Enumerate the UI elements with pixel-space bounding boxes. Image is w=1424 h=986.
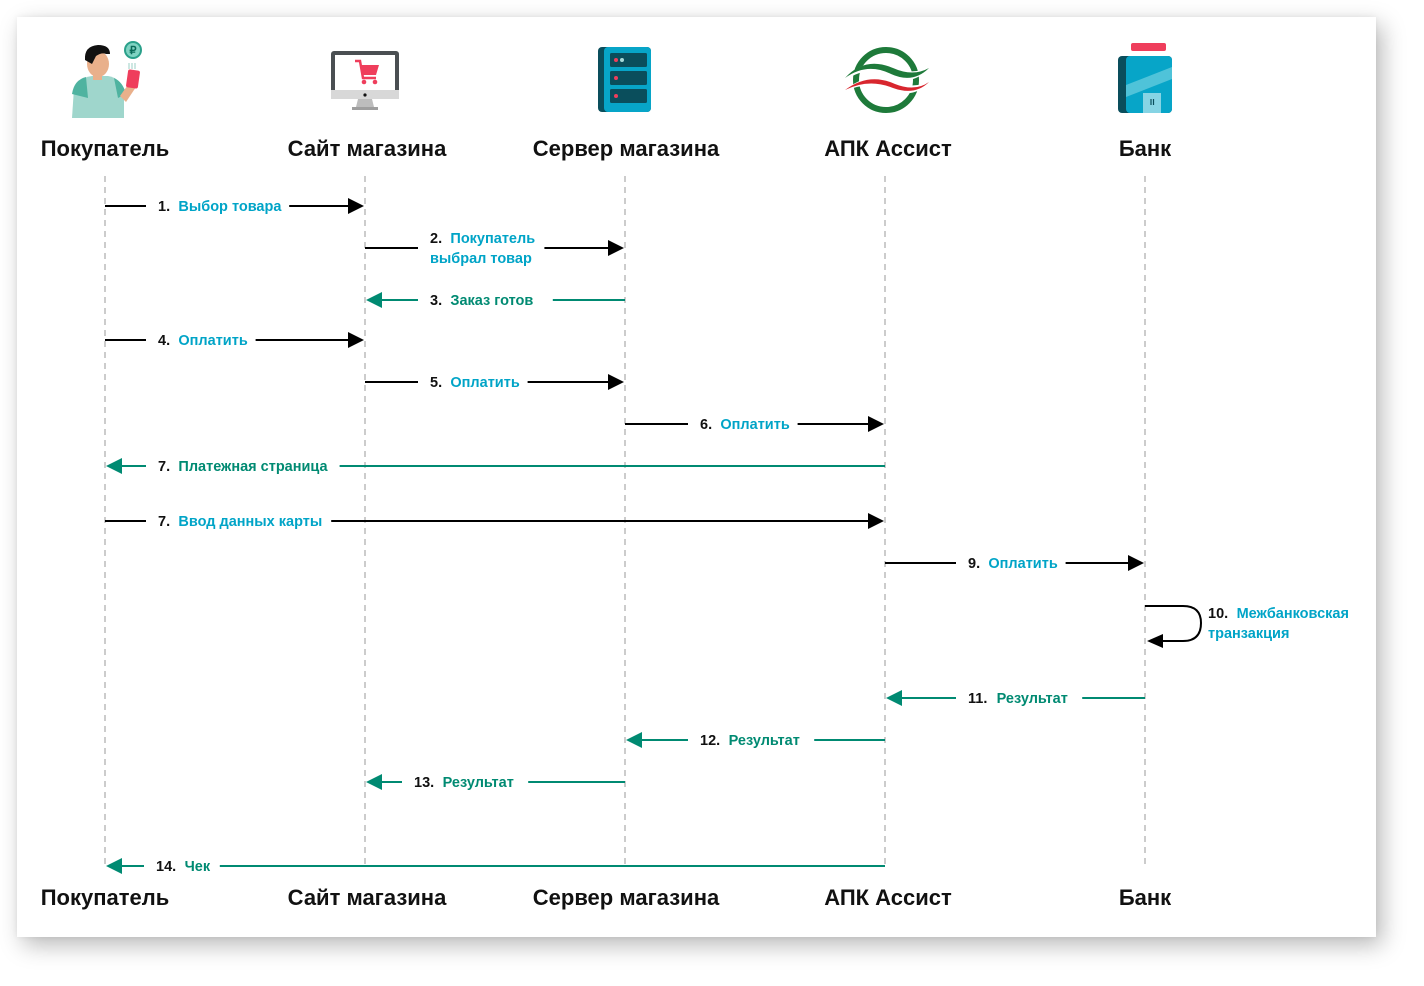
actor-label-bank-top: Банк [1119,136,1172,161]
monitor-shopping-cart-icon [331,51,399,110]
assist-logo-icon [841,47,931,113]
actor-label-server-bottom: Сервер магазина [533,885,720,910]
message-14: 14. Чек [106,858,885,875]
message-13: 13. Результат [366,774,625,791]
message-4: 4. Оплатить [105,332,364,349]
message-number: 6. [700,417,712,433]
message-5: 5. Оплатить [365,374,624,391]
message-number: 1. [158,199,170,215]
message-number: 2. [430,231,442,247]
message-11: 11. Результат [886,690,1145,707]
arrowhead [106,858,122,874]
arrowhead [1147,634,1163,648]
message-label: Выбор товара [178,199,282,215]
message-label: Заказ готов [450,293,533,309]
actor-label-server-top: Сервер магазина [533,136,720,161]
person-with-phone-icon: ₽ [72,41,142,118]
message-number: 14. [156,859,176,875]
actor-label-assist-top: АПК Ассист [824,136,952,161]
message-label: Результат [997,691,1068,707]
svg-text:₽: ₽ [130,45,137,57]
arrowhead [106,458,122,474]
message-number: 5. [430,375,442,391]
message-12: 12. Результат [626,732,885,749]
arrowhead [608,374,624,390]
message-number: 7. [158,459,170,475]
server-rack-icon [598,47,651,112]
message-number: 3. [430,293,442,309]
message-number: 10. [1208,606,1228,622]
message-label: Покупатель [450,231,535,247]
arrowhead [348,332,364,348]
arrowhead [886,690,902,706]
message-label: Оплатить [988,556,1057,572]
arrowhead [868,416,884,432]
message-number: 13. [414,775,434,791]
bank-building-icon [1118,43,1172,113]
message-label: Чек [185,859,211,875]
message-label: Межбанковская [1237,606,1349,622]
message-number: 7. [158,514,170,530]
message-label: Результат [443,775,514,791]
actor-label-buyer-bottom: Покупатель [41,885,170,910]
message-number: 12. [700,733,720,749]
self-arrow-line [1145,605,1203,642]
message-label: Оплатить [178,333,247,349]
actor-label-site-bottom: Сайт магазина [288,885,447,910]
message-9: 9. Оплатить [885,555,1144,572]
message-6: 6. Оплатить [625,416,884,433]
message-8: 7. Ввод данных карты [105,513,884,530]
arrowhead [1128,555,1144,571]
actor-label-buyer-top: Покупатель [41,136,170,161]
arrowhead [626,732,642,748]
message-label-line: выбрал товар [430,251,532,267]
arrowhead [608,240,624,256]
message-label: Платежная страница [178,459,328,475]
message-label: Результат [729,733,800,749]
actor-label-site-top: Сайт магазина [288,136,447,161]
message-number: 9. [968,556,980,572]
arrowhead [366,774,382,790]
message-3: 3. Заказ готов [366,292,625,309]
diagram-card [17,17,1376,937]
message-7: 7. Платежная страница [106,458,885,475]
message-10: 10. Межбанковская транзакция [1145,605,1349,648]
message-label: Оплатить [450,375,519,391]
message-label-line: транзакция [1208,626,1289,642]
message-number: 4. [158,333,170,349]
arrowhead [348,198,364,214]
message-number: 11. [968,691,987,707]
message-1: 1. Выбор товара [105,198,364,215]
arrowhead [366,292,382,308]
actor-label-bank-bottom: Банк [1119,885,1172,910]
message-label: Оплатить [720,417,789,433]
message-label: Ввод данных карты [178,514,322,530]
arrowhead [868,513,884,529]
message-2: 2. Покупатель выбрал товар [365,231,624,267]
actor-label-assist-bottom: АПК Ассист [824,885,952,910]
